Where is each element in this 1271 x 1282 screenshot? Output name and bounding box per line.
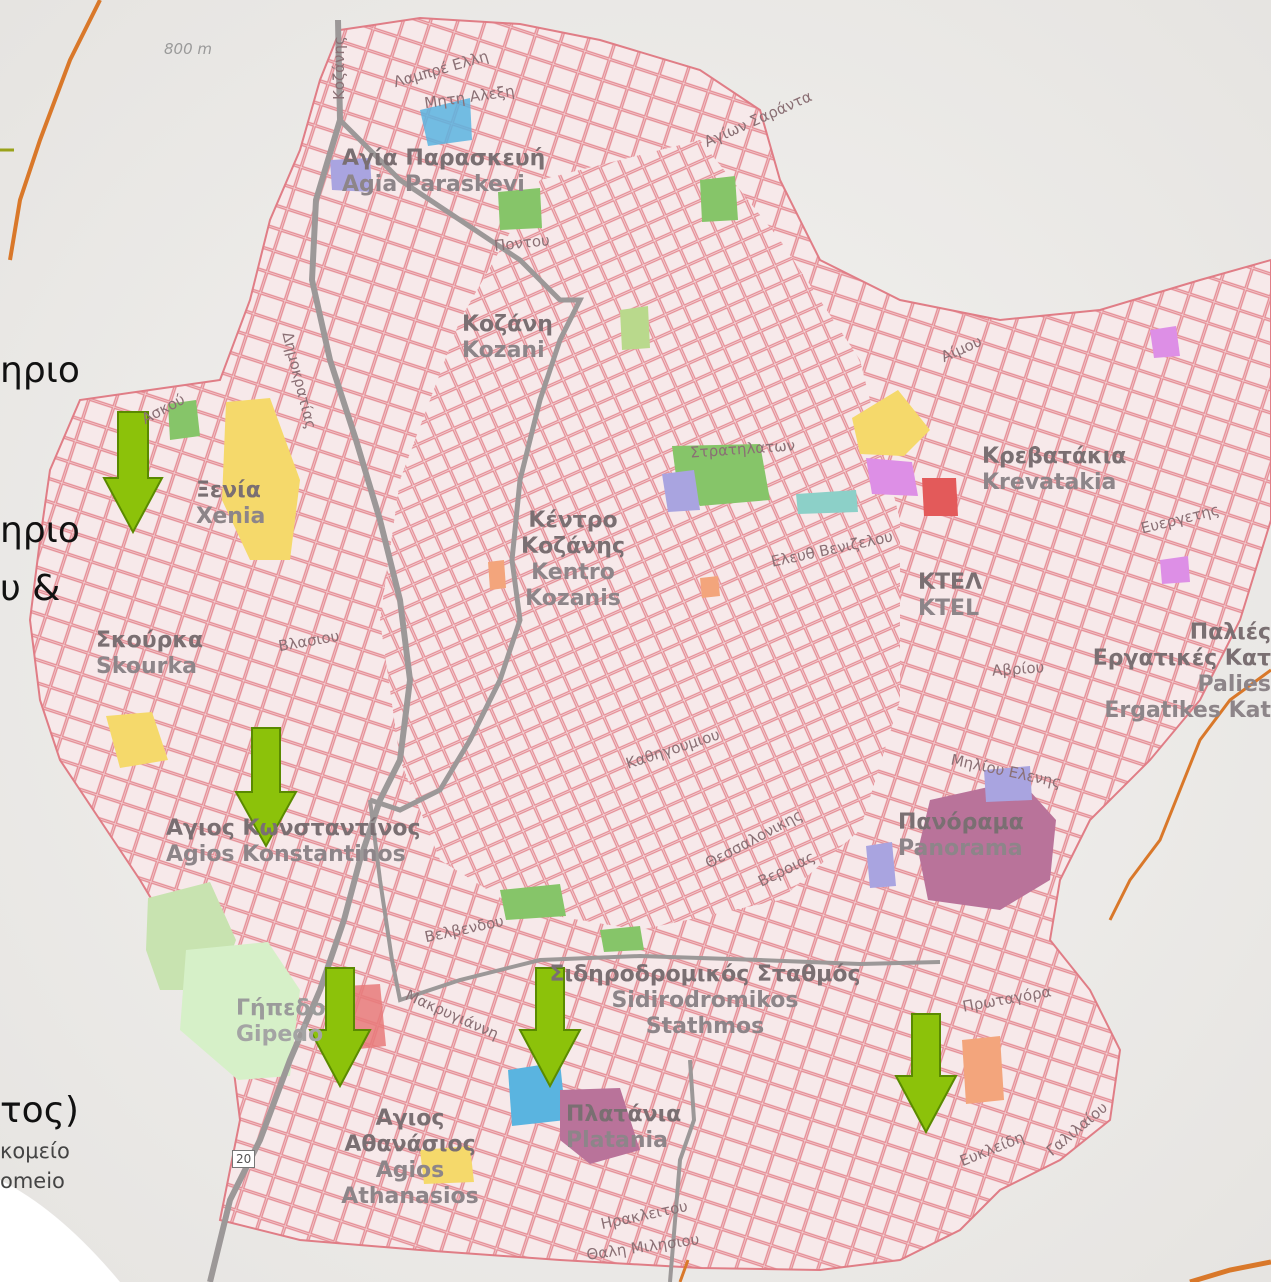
slide-text-line: omeio: [0, 1169, 65, 1193]
park-gipedo: [180, 942, 300, 1080]
zone-yellow-east: [852, 390, 930, 456]
place-latin: Panorama: [898, 836, 1023, 861]
place-greek: Αγιος Αθανάσιος: [344, 1106, 476, 1157]
place-greek: Αγιος Κωνσταντίνος: [166, 816, 421, 841]
place-latin: Xenia: [196, 504, 266, 529]
park-south: [600, 926, 644, 952]
place-platania: Πλατάνια Platania: [566, 1102, 681, 1154]
place-latin: Sidirodromikos Stathmos: [611, 988, 799, 1039]
place-palies-ergatikes: Παλιές Εργατικές Κατ Palies Ergatikes Ka…: [1090, 620, 1271, 724]
elevation-label: 800 m: [164, 40, 213, 58]
zone-pink-ne: [1150, 326, 1180, 358]
place-latin: Agia Paraskevi: [342, 172, 525, 197]
road-central: [338, 118, 585, 813]
arrow-xenia: [102, 411, 164, 535]
place-latin: Gipedo: [236, 1022, 324, 1047]
park-paraskevi: [498, 188, 542, 230]
place-skourka: Σκούρκα Skourka: [96, 628, 203, 680]
slide-text-line: υ &: [0, 568, 61, 609]
place-kentro-kozanis: Κέντρο Κοζάνης Kentro Kozanis: [508, 508, 638, 612]
place-latin: Agios Athanasios: [341, 1158, 479, 1209]
zone-purple-panorama: [918, 780, 1056, 910]
place-greek: Γήπεδο: [236, 996, 326, 1021]
slide-text-line: κομείο: [0, 1139, 70, 1163]
slide-text-line: ηριο: [0, 510, 80, 551]
road-shield: 20: [232, 1150, 256, 1168]
place-greek: Αγία Παρασκευή: [342, 146, 546, 171]
zone-blue-north: [420, 98, 472, 146]
highway-west: [8, 0, 102, 261]
place-kozani: Κοζάνη Kozani: [462, 312, 553, 364]
place-latin: Kozani: [462, 338, 545, 363]
zone-orange-2: [700, 576, 720, 598]
zone-red-krevatakia: [922, 478, 958, 516]
place-xenia: Ξενία Xenia: [196, 478, 265, 530]
zone-purple-panorama-small: [866, 842, 896, 888]
zone-yellow-xenia: [222, 398, 300, 560]
highway-south: [1189, 1259, 1271, 1282]
zone-orange-east: [962, 1036, 1004, 1104]
place-latin: Skourka: [96, 654, 197, 679]
zone-purple-paraskevi: [330, 158, 372, 192]
place-ktel: ΚΤΕΛ KTEL: [918, 570, 982, 622]
park-north: [700, 176, 738, 222]
highway-east: [1108, 668, 1271, 921]
street-label: Κοζάνης: [330, 36, 348, 100]
arrow-platania: [518, 967, 582, 1089]
place-greek: Πανόραμα: [898, 810, 1024, 835]
place-greek: Ξενία: [196, 478, 261, 503]
road-platania: [668, 1059, 697, 1282]
zone-purple-center: [662, 470, 700, 512]
place-greek: Παλιές Εργατικές Κατ: [1092, 620, 1271, 671]
place-greek: ΚΤΕΛ: [918, 570, 983, 595]
city-blocks-center: [380, 140, 900, 930]
slide-text-line: ηριο: [0, 350, 80, 391]
place-krevatakia: Κρεβατάκια Krevatakia: [982, 444, 1126, 496]
arrow-gipedo: [308, 967, 372, 1089]
park-velvendou: [500, 884, 566, 920]
arrow-agios-konstantinos: [234, 727, 298, 849]
place-agios-athanasios: Αγιος Αθανάσιος Agios Athanasios: [330, 1106, 490, 1210]
place-greek: Κρεβατάκια: [982, 444, 1127, 469]
park-small: [620, 306, 650, 350]
place-greek: Πλατάνια: [566, 1102, 682, 1127]
place-latin: Krevatakia: [982, 470, 1117, 495]
place-gipedo: Γήπεδο Gipedo: [236, 996, 326, 1048]
place-agia-paraskevi: Αγία Παρασκευή Agia Paraskevi: [342, 146, 545, 198]
place-latin: Platania: [566, 1128, 668, 1153]
place-greek: Σιδηροδρομικός Σταθμός: [549, 962, 861, 987]
place-latin: Kentro Kozanis: [525, 560, 621, 611]
park-xenia: [168, 400, 200, 440]
zone-purple-milou: [984, 766, 1032, 802]
zone-pink-e: [1160, 556, 1190, 584]
slide-text-line: τος): [0, 1090, 79, 1131]
zone-orange-center: [488, 560, 506, 590]
road-south: [368, 799, 941, 1003]
place-greek: Σκούρκα: [96, 628, 204, 653]
zone-teal: [796, 490, 858, 514]
zone-yellow-skourka: [106, 712, 168, 768]
place-greek: Κέντρο Κοζάνης: [521, 508, 625, 559]
place-sidirodromikos-stathmos: Σιδηροδρομικός Σταθμός Sidirodromikos St…: [540, 962, 870, 1040]
place-latin: Agios Konstantinos: [166, 842, 406, 867]
arrow-east: [894, 1013, 958, 1135]
highway-south-2: [678, 1259, 690, 1282]
terrain-white: [0, 1180, 120, 1282]
zone-purple-platania: [560, 1088, 640, 1164]
place-agios-konstantinos: Αγιος Κωνσταντίνος Agios Konstantinos: [166, 816, 421, 868]
zone-yellow-athanasios: [420, 1146, 474, 1184]
street-label: Αβρίου: [991, 658, 1045, 680]
road-kozanis: [207, 19, 414, 1282]
place-latin: KTEL: [918, 596, 980, 621]
place-latin: Palies Ergatikes Kat: [1104, 672, 1271, 723]
zone-pink-east: [866, 458, 918, 496]
place-panorama: Πανόραμα Panorama: [898, 810, 1024, 862]
place-greek: Κοζάνη: [462, 312, 553, 337]
